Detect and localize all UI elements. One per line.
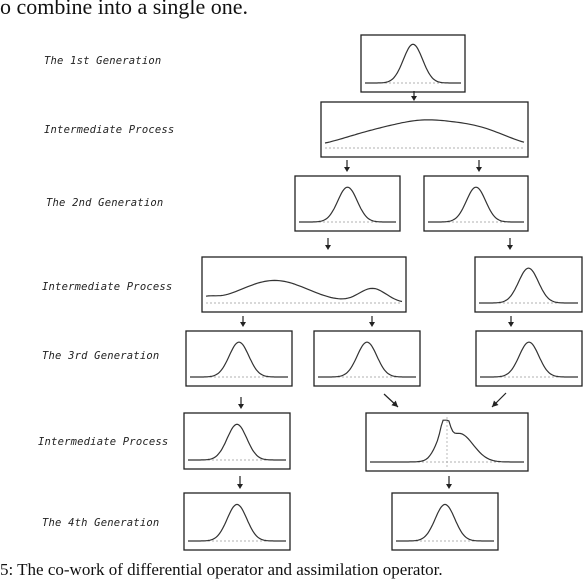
arrow-head <box>446 484 452 489</box>
down-arrow <box>411 91 417 101</box>
arrow-head <box>507 245 513 250</box>
row-label-gen3: The 3rd Generation <box>42 350 160 362</box>
row-label-gen1: The 1st Generation <box>44 55 162 67</box>
down-arrow <box>508 316 514 327</box>
down-arrow <box>325 238 331 250</box>
distribution-curve <box>188 503 286 542</box>
panel-frame <box>423 175 529 232</box>
arrow-head <box>492 400 499 407</box>
header-text: o combine into a single one. <box>0 0 249 19</box>
distribution-curve <box>190 341 288 378</box>
panel-frame <box>320 101 529 158</box>
distribution-curve <box>299 186 396 223</box>
distribution-curve <box>428 186 524 223</box>
row-label-intermediate-3: Intermediate Process <box>38 436 169 448</box>
row-label-intermediate-2: Intermediate Process <box>42 281 173 293</box>
distribution-panel <box>201 256 407 313</box>
arrow-head <box>391 400 398 407</box>
distribution-curve <box>480 341 578 378</box>
row-label-intermediate-1: Intermediate Process <box>44 124 175 136</box>
arrow-head <box>476 167 482 172</box>
figure-caption: 5: The co-work of differential operator … <box>0 560 443 579</box>
down-arrow <box>240 316 246 327</box>
distribution-curve <box>370 419 524 463</box>
arrow-head <box>508 322 514 327</box>
distribution-curve <box>318 341 416 378</box>
distribution-curve <box>479 267 578 304</box>
down-arrow <box>344 160 350 172</box>
arrow-head <box>325 245 331 250</box>
distribution-curve <box>324 119 525 144</box>
distribution-panel <box>391 492 499 551</box>
distribution-panel <box>183 412 291 470</box>
panel-frame <box>474 256 583 313</box>
down-arrow <box>237 476 243 489</box>
down-arrow <box>369 316 375 327</box>
down-arrow <box>476 160 482 172</box>
distribution-panel <box>474 256 583 313</box>
distribution-panel <box>475 330 583 387</box>
arrow-head <box>240 322 246 327</box>
merge-arrow <box>383 393 399 408</box>
arrow-head <box>237 484 243 489</box>
panel-frame <box>294 175 401 232</box>
down-arrow <box>446 476 452 489</box>
row-label-gen2: The 2nd Generation <box>46 197 164 209</box>
arrow-head <box>238 404 244 409</box>
distribution-panel <box>313 330 421 387</box>
distribution-panel <box>320 101 529 158</box>
row-label-gen4: The 4th Generation <box>42 517 160 529</box>
distribution-panel <box>365 412 529 472</box>
distribution-panel <box>423 175 529 232</box>
arrow-head <box>411 96 417 101</box>
arrow-head <box>369 322 375 327</box>
distribution-panel <box>183 492 291 551</box>
distribution-curve <box>205 279 403 303</box>
panel-frame <box>201 256 407 313</box>
distribution-panel <box>185 330 293 387</box>
distribution-panel <box>360 34 466 93</box>
panel-frame <box>185 330 293 387</box>
distribution-curve <box>365 43 461 84</box>
distribution-curve <box>396 503 494 542</box>
down-arrow <box>507 238 513 250</box>
panel-frame <box>475 330 583 387</box>
distribution-panel <box>294 175 401 232</box>
panel-frame <box>313 330 421 387</box>
distribution-curve <box>188 423 286 461</box>
merge-arrow <box>491 392 507 408</box>
arrow-head <box>344 167 350 172</box>
down-arrow <box>238 397 244 409</box>
